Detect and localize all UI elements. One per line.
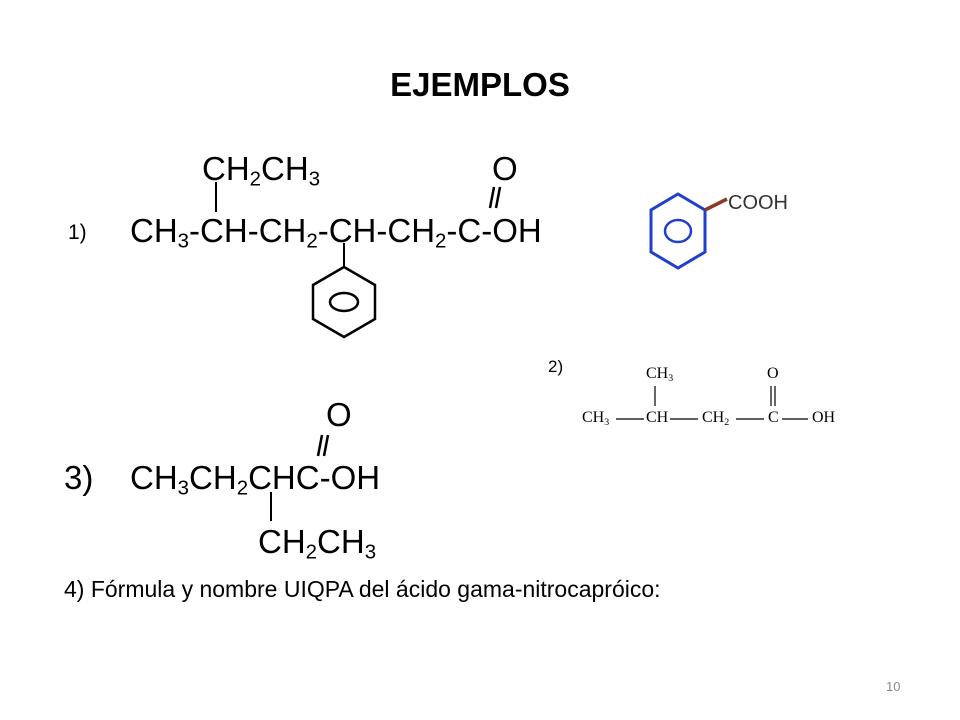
ex1-carbonyl-oxygen: O	[492, 150, 518, 187]
ex3-carbonyl-double-bond-a	[316, 434, 324, 457]
ex2-c2: CH	[646, 409, 669, 426]
ex2-c3: CH2	[702, 409, 730, 428]
benzoic-cooh-group: COOH	[728, 192, 788, 214]
benzoic-cooh-bond	[704, 197, 728, 212]
ex3-label: 3)	[64, 459, 94, 496]
ex4-prompt: 4) Fórmula y nombre UIQPA del ácido gama…	[64, 576, 661, 602]
page-number: 10	[886, 679, 901, 694]
ex1-phenyl-ring-circle	[328, 291, 360, 313]
ex3-carbonyl-oxygen: O	[326, 396, 352, 433]
ex1-label: 1)	[68, 221, 87, 244]
ex2-methyl: CH3	[646, 365, 674, 384]
benzoic-ring	[649, 192, 707, 270]
ex3-substituent: CH2CH3	[258, 523, 377, 564]
ex2-carbonyl-oxygen: O	[767, 365, 779, 382]
ex2-label: 2)	[548, 357, 564, 376]
ex2-c4: C	[768, 409, 779, 426]
ex3-carbonyl-double-bond-b	[322, 434, 330, 457]
benzoic-ring-circle	[663, 218, 693, 244]
ex1-carbonyl-double-bond-a	[488, 186, 496, 209]
ex1-main-chain: CH3-CH-CH2-CH-CH2-C-OH	[130, 212, 542, 253]
ex2-c1: CH3	[582, 409, 610, 428]
ex1-phenyl-ring	[311, 265, 377, 339]
ex1-substituent: CH2CH3	[202, 150, 321, 191]
slide-title: EJEMPLOS	[390, 66, 570, 103]
ex3-main-chain: CH3CH2CHC-OH	[130, 459, 381, 500]
ex1-carbonyl-double-bond-b	[494, 186, 502, 209]
ex2-oh: OH	[812, 409, 836, 426]
